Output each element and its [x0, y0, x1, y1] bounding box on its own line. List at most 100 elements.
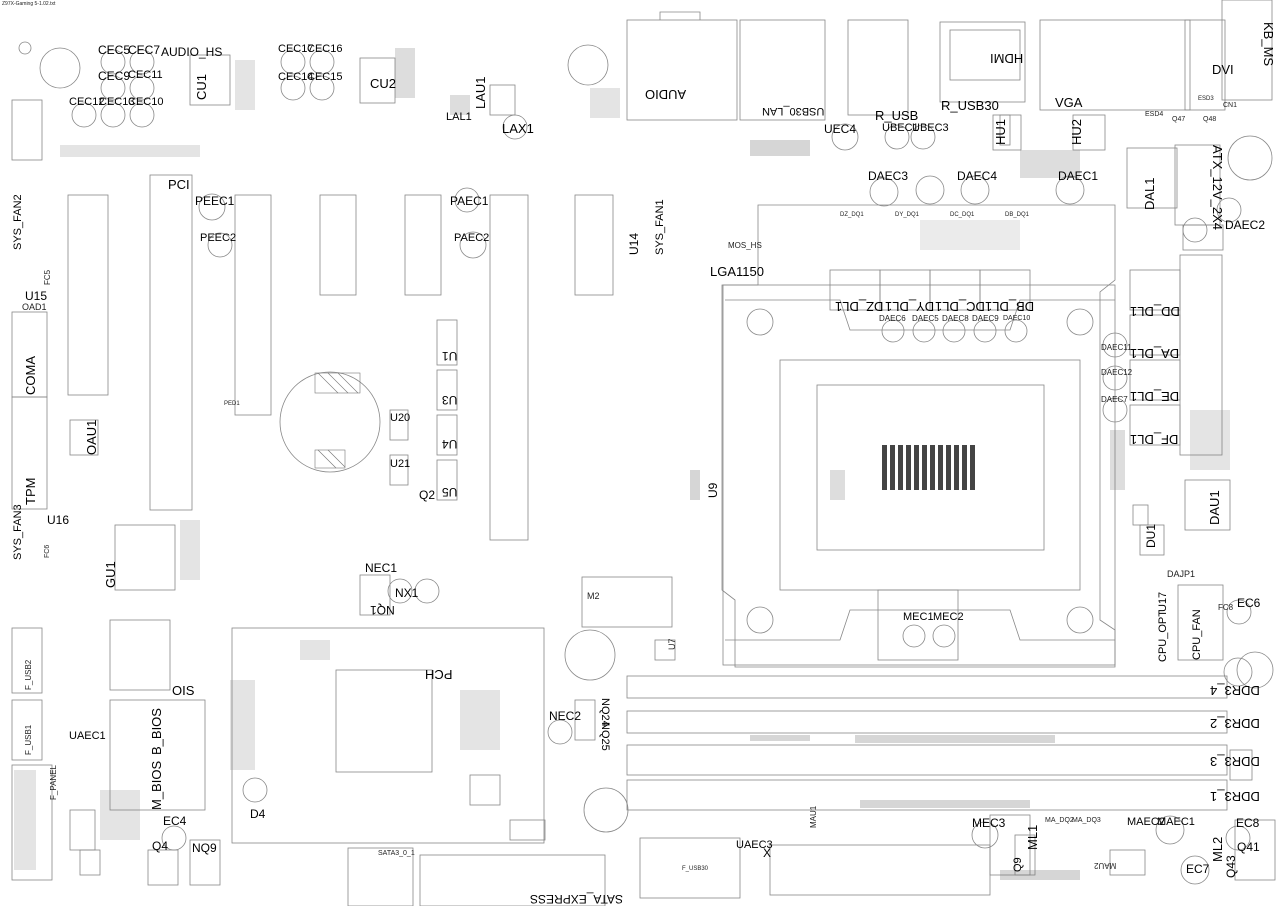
chip-u14: U14 [627, 232, 641, 255]
cap-uaec1: UAEC1 [69, 730, 106, 742]
cap-cec10: CEC10 [128, 96, 164, 108]
chip-ois: OIS [172, 683, 195, 698]
chip-u1: U1 [442, 349, 458, 363]
chip-u16: U16 [47, 513, 70, 527]
cap-paec2: PAEC2 [454, 232, 490, 244]
dimm-ddr3-3: DDR3_3 [1210, 754, 1260, 769]
cap-daec3: DAEC3 [868, 169, 909, 183]
cap-daec9: DAEC9 [972, 314, 999, 323]
r-usb-port: R_USB [875, 108, 919, 123]
dimm-ddr3-2: DDR3_2 [1210, 716, 1260, 731]
atx-12v-connector: ATX_12V_2X4 [1210, 145, 1225, 231]
cap-ec4: EC4 [163, 814, 187, 828]
cap-uaec3: UAEC3 [736, 839, 773, 851]
chip-u21: U21 [390, 458, 411, 470]
transistor-nq1: NQ1 [370, 603, 395, 617]
cap-ec8: EC8 [1236, 816, 1260, 830]
cap-cec15: CEC15 [307, 71, 343, 83]
f-panel-header: F_PANEL [49, 765, 58, 800]
transistor-q41: Q41 [1237, 840, 1260, 854]
cap-cec11: CEC11 [128, 69, 163, 81]
cap-cec5: CEC5 [98, 43, 131, 57]
bios-main: M_BIOS [149, 760, 164, 810]
chip-du1: DU1 [1144, 523, 1158, 548]
cap-paec1: PAEC1 [450, 194, 489, 208]
choke-dd-dl1: DD_DL1 [1130, 304, 1180, 319]
fc6-label: FC6 [44, 544, 51, 558]
esd3-label: ESD3 [1198, 96, 1214, 102]
cap-ec6: EC6 [1237, 596, 1261, 610]
cap-ec7: EC7 [1186, 862, 1210, 876]
dc-dq1-label: DC_DQ1 [950, 212, 975, 218]
chip-mau1: MAU1 [809, 805, 818, 828]
chip-dau1: DAU1 [1207, 490, 1222, 525]
f-usb30-header: F_USB30 [682, 866, 709, 872]
cap-daec11: DAEC11 [1101, 343, 1132, 352]
cap-cec16: CEC16 [307, 43, 343, 55]
lal1-label: LAL1 [446, 111, 472, 123]
coma-header: COMA [23, 356, 38, 395]
cap-daec12: DAEC12 [1101, 368, 1133, 377]
chip-u15: U15 [25, 289, 48, 303]
m2-slot-label: M2 [587, 591, 600, 601]
cpu-socket-label: LGA1150 [710, 264, 764, 279]
dimm-ddr3-4: DDR3_4 [1210, 683, 1260, 698]
chip-cu2: CU2 [370, 76, 397, 91]
dimm-ddr3-1: DDR3_1 [1210, 789, 1260, 804]
cap-ubec3: UBEC3 [912, 122, 949, 134]
ma-dq3-label: MA_DQ3 [1072, 817, 1101, 824]
cap-ubec1: UBEC1 [882, 122, 919, 134]
esd4-label: ESD4 [1145, 111, 1164, 118]
chip-gu1: GU1 [103, 561, 118, 588]
cap-mec2: MEC2 [933, 611, 964, 623]
transistor-q4: Q4 [152, 839, 169, 853]
ma-dq2-label: MA_DQ2 [1045, 817, 1074, 824]
choke-ml2: ML2 [1210, 836, 1225, 862]
choke-da-dl1: DA_DL1 [1130, 346, 1180, 361]
oad1-label: OAD1 [22, 302, 47, 312]
cap-daec2: DAEC2 [1225, 218, 1266, 232]
dajp1-label: DAJP1 [1167, 569, 1196, 579]
cpu-opt-header: CPU_OPT [1157, 610, 1169, 662]
sys-fan3-header: SYS_FAN3 [12, 504, 24, 560]
cpu-fan-header: CPU_FAN [1191, 609, 1203, 660]
sys-fan1-header: SYS_FAN1 [654, 199, 666, 255]
cap-cec12: CEC12 [69, 96, 105, 108]
transistor-nq9: NQ9 [192, 841, 217, 855]
cap-cec14: CEC14 [278, 71, 314, 83]
choke-df-dl1: DF_DL1 [1130, 432, 1179, 447]
cap-cec7: CEC7 [128, 43, 161, 57]
fc8-label: FC8 [1218, 603, 1234, 612]
pci-slot-label: PCI [168, 177, 190, 192]
transistor-q2: Q2 [419, 488, 436, 502]
sata-express-connector: SATA_EXPRESS [530, 892, 623, 906]
hdmi-port: HDMI [990, 51, 1024, 66]
cap-maec2: MAEC2 [1127, 816, 1165, 828]
choke-dz-dl1: DZ_DL1 [835, 299, 884, 314]
usb30-lan-port: USB30_LAN [762, 105, 825, 117]
choke-db-dl1: DB_DL1 [985, 299, 1035, 314]
choke-de-dl1: DE_DL1 [1130, 389, 1180, 404]
chip-mau2: MAU2 [1094, 861, 1117, 870]
file-title: Z97X-Gaming 5-1.02.txt [2, 1, 56, 7]
f-usb1-header: F_USB1 [24, 724, 33, 755]
cap-mec1: MEC1 [903, 611, 934, 623]
chip-u7: U7 [667, 638, 677, 650]
cn1-label: CN1 [1223, 102, 1238, 109]
cap-mec3: MEC3 [972, 816, 1006, 830]
chip-u17: U17 [1157, 591, 1169, 612]
cap-cec9: CEC9 [98, 69, 131, 83]
cap-daec1: DAEC1 [1058, 169, 1099, 183]
audio-hs-label: AUDIO_HS [161, 45, 223, 59]
cap-cec13: CEC13 [99, 96, 135, 108]
bios-backup: B_BIOS [149, 708, 164, 755]
chipset-pch: PCH [425, 667, 453, 682]
cap-nec2: NEC2 [549, 709, 582, 723]
q48-label: Q48 [1203, 116, 1217, 123]
chip-u9: U9 [706, 482, 720, 498]
dz-dq1-label: DZ_DQ1 [840, 212, 864, 218]
chip-lau1: LAU1 [473, 76, 488, 109]
ped1-label: PED1 [224, 401, 240, 407]
